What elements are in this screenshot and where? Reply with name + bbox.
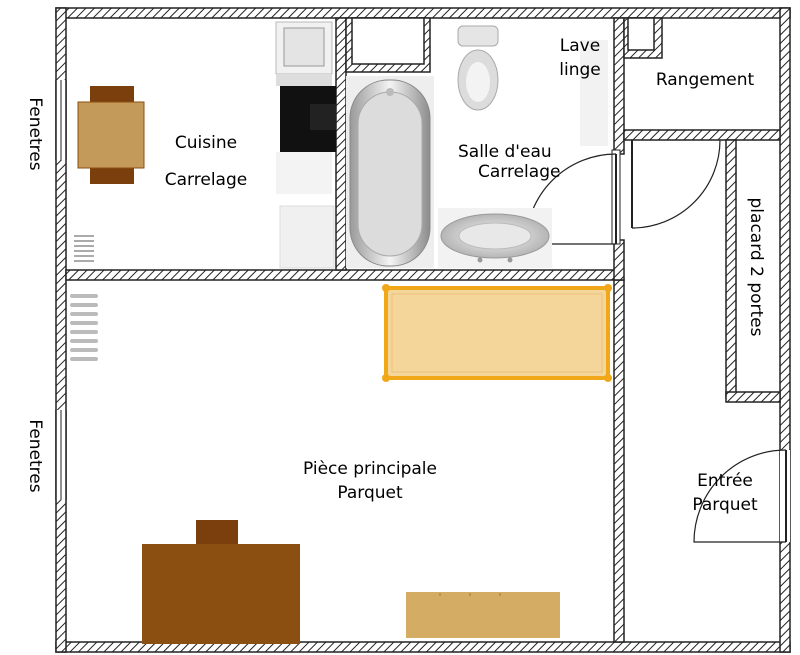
- bathroom-fixtures: [346, 25, 608, 268]
- kitchen-floor: Carrelage: [164, 170, 248, 190]
- washer-label-line2: linge: [559, 60, 601, 80]
- main-room-floor: Parquet: [337, 483, 403, 503]
- main-room-name: Pièce principale: [302, 459, 437, 479]
- washer-label-line1: Lave: [559, 36, 601, 56]
- main-room-furniture: [70, 284, 612, 644]
- window-label-bottom: Fenetres: [25, 419, 45, 493]
- entry-floor: Parquet: [692, 495, 758, 515]
- closet-label: placard 2 portes: [746, 197, 766, 337]
- storage-label: Rangement: [655, 70, 755, 90]
- kitchen-furniture: [74, 21, 336, 269]
- outer-walls: [55, 7, 791, 653]
- kitchen-name: Cuisine: [174, 133, 238, 153]
- window-label-top: Fenetres: [25, 97, 45, 171]
- window-openings: [55, 80, 67, 500]
- bathroom-floor: Carrelage: [478, 162, 561, 182]
- interior-walls: [65, 17, 781, 643]
- bathroom-name: Salle d'eau: [458, 142, 552, 162]
- entry-name: Entrée: [697, 471, 753, 491]
